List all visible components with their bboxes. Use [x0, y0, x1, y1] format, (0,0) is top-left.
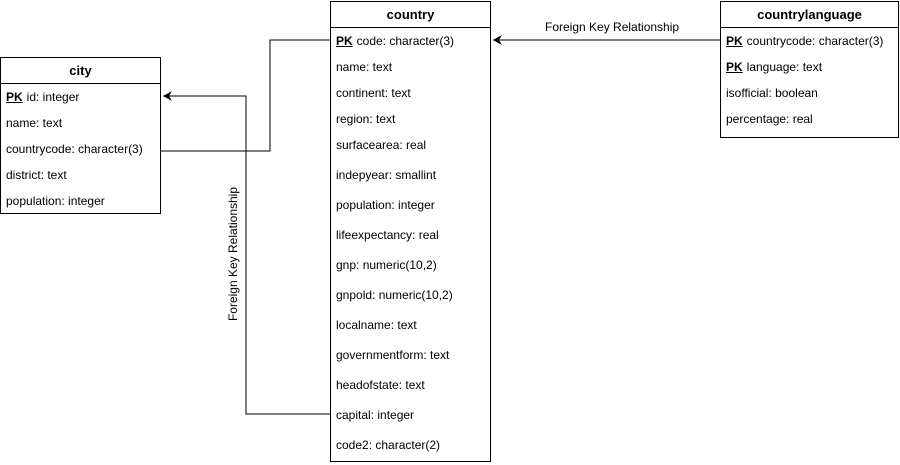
field-label: language: text — [746, 60, 823, 74]
field-label: code2: character(2) — [336, 438, 441, 452]
field-label: percentage: real — [726, 112, 813, 126]
field-country-gnp[interactable]: gnp: numeric(10,2) — [336, 258, 437, 272]
relationship-label-country-city: Foreign Key Relationship — [226, 186, 240, 322]
field-label: countrycode: character(3) — [746, 34, 884, 48]
field-label: isofficial: boolean — [726, 86, 818, 100]
field-label: governmentform: text — [336, 348, 450, 362]
field-country-region[interactable]: region: text — [336, 112, 395, 126]
field-label: district: text — [6, 168, 67, 182]
field-country-code2[interactable]: code2: character(2) — [336, 438, 440, 452]
field-country-population[interactable]: population: integer — [336, 198, 435, 212]
field-label: capital: integer — [336, 408, 415, 422]
field-country-surfacearea[interactable]: surfacearea: real — [336, 138, 426, 152]
field-label: code: character(3) — [356, 34, 455, 48]
field-label: population: integer — [6, 194, 105, 208]
field-label: name: text — [336, 60, 393, 74]
field-country-lifeexpectancy[interactable]: lifeexpectancy: real — [336, 228, 439, 242]
field-label: continent: text — [336, 86, 411, 100]
field-country-indepyear[interactable]: indepyear: smallint — [336, 168, 436, 182]
field-label: gnp: numeric(10,2) — [336, 258, 437, 272]
field-country-gnpold[interactable]: gnpold: numeric(10,2) — [336, 288, 453, 302]
field-country-continent[interactable]: continent: text — [336, 86, 411, 100]
field-city-district[interactable]: district: text — [6, 168, 67, 182]
field-city-countrycode[interactable]: countrycode: character(3) — [6, 142, 143, 156]
field-country-localname[interactable]: localname: text — [336, 318, 417, 332]
field-label: id: integer — [26, 90, 80, 104]
field-country-name[interactable]: name: text — [336, 60, 392, 74]
field-countrylanguage-percentage[interactable]: percentage: real — [726, 112, 813, 126]
entity-title-country: country — [331, 2, 490, 28]
primary-key-marker: PK — [726, 34, 743, 48]
field-label: countrycode: character(3) — [6, 142, 143, 156]
relationship-label-countrylanguage-country: Foreign Key Relationship — [545, 20, 680, 34]
field-label: surfacearea: real — [336, 138, 427, 152]
field-country-headofstate[interactable]: headofstate: text — [336, 378, 425, 392]
field-label: region: text — [336, 112, 396, 126]
field-label: lifeexpectancy: real — [336, 228, 439, 242]
connector-country-capital-to-city-id — [163, 91, 331, 415]
field-label: headofstate: text — [336, 378, 425, 392]
field-country-capital[interactable]: capital: integer — [336, 408, 414, 422]
primary-key-marker: PK — [6, 90, 23, 104]
field-country-governmentform[interactable]: governmentform: text — [336, 348, 449, 362]
field-city-population[interactable]: population: integer — [6, 194, 105, 208]
field-city-name[interactable]: name: text — [6, 116, 62, 130]
field-label: indepyear: smallint — [336, 168, 437, 182]
entity-title-city: city — [1, 58, 160, 84]
field-label: population: integer — [336, 198, 435, 212]
primary-key-marker: PK — [336, 34, 353, 48]
primary-key-marker: PK — [726, 60, 743, 74]
field-label: gnpold: numeric(10,2) — [336, 288, 453, 302]
field-label: localname: text — [336, 318, 417, 332]
entity-title-countrylanguage: countrylanguage — [721, 2, 898, 28]
field-label: name: text — [6, 116, 63, 130]
field-countrylanguage-isofficial[interactable]: isofficial: boolean — [726, 86, 818, 100]
